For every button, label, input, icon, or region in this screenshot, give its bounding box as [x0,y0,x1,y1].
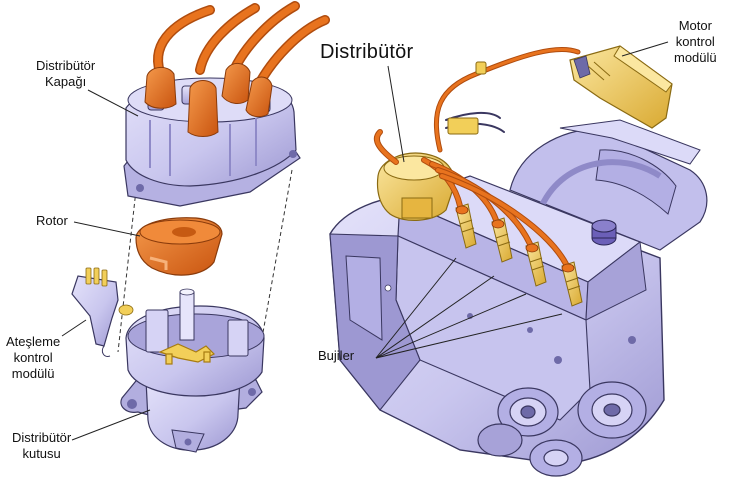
assembly-guide-lines [117,169,293,353]
label-distributor-housing-line1: Distribütör [12,430,72,445]
spark-plug-boots [144,63,273,137]
leader-lines [61,41,669,441]
label-engine-module: Motor kontrol modülü [674,18,717,66]
ignition-control-module [71,267,134,357]
label-ignition-module: Ateşleme kontrol modülü [6,334,60,382]
label-spark-plugs: Bujiler [318,348,355,363]
label-engine-module-line2: kontrol [675,34,715,49]
label-engine-module-line1: Motor [678,18,712,33]
label-distributor-cap: Distribütör Kapağı [36,58,95,90]
label-engine-module-line3: modülü [674,50,717,65]
distributor-housing [120,288,265,453]
harness-connector [447,61,487,135]
engine-block [329,119,708,477]
engine-control-module [569,45,673,129]
label-distributor-cap-line2: Kapağı [45,74,87,89]
label-ignition-module-line1: Ateşleme [6,334,61,349]
label-rotor: Rotor [36,213,68,228]
label-ignition-module-line3: modülü [11,366,55,381]
label-distributor-cap-line1: Distribütör [36,58,96,73]
spark-plugs [455,203,583,307]
engine-distributor [376,152,455,221]
label-distributor-title: Distribütör [320,41,414,63]
label-distributor-housing: Distribütör kutusu [12,430,71,462]
rotor [135,217,223,276]
label-ignition-module-line2: kontrol [13,350,53,365]
label-distributor-housing-line2: kutusu [22,446,61,461]
